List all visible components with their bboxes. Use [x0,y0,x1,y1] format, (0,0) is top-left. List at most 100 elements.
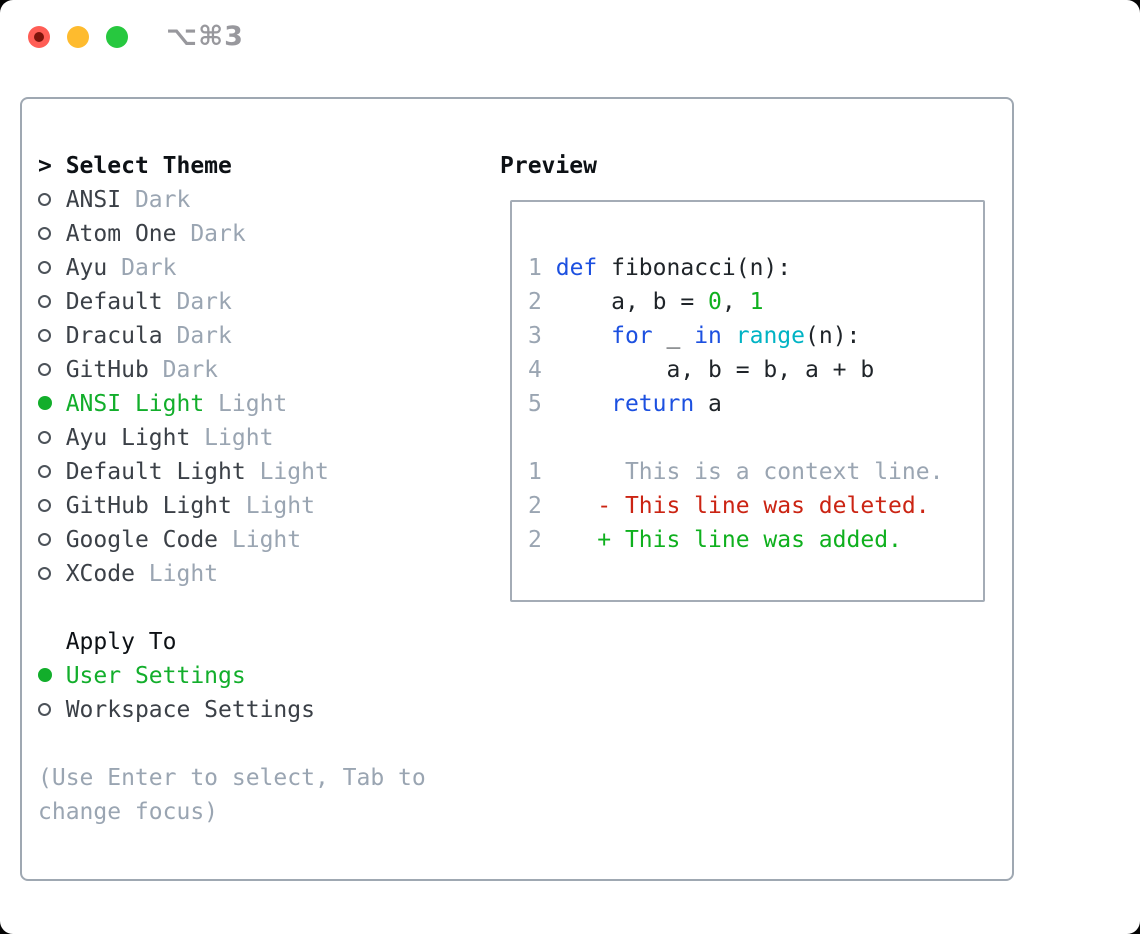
radio-unselected-icon [38,193,51,206]
preview-title: Preview [500,153,597,179]
code-token-code [542,255,556,281]
spacer-row [38,591,426,625]
theme-option-xcode[interactable]: XCode Light [38,557,426,591]
theme-option-ayu-light[interactable]: Ayu Light Light [38,421,426,455]
apply-option-name: User Settings [65,663,246,689]
theme-select-group: > Select Theme ANSI Dark Atom One Dark A… [38,149,426,829]
code-token-ctx: This is a context line. [541,459,944,485]
theme-variant: Light [245,459,329,485]
radio-selected-icon [38,396,52,410]
code-token-code: a [694,391,722,417]
radio-selected-icon [38,668,52,682]
theme-name: Ayu [65,255,108,281]
code-token-kw: in [694,323,722,349]
code-token-lit: 0 [708,289,722,315]
theme-option-github[interactable]: GitHub Dark [38,353,426,387]
help-text-line: (Use Enter to select, Tab to [38,765,426,791]
radio-unselected-icon [38,533,51,546]
line-number: 2 [528,289,542,315]
theme-variant: Dark [162,289,232,315]
theme-option-default-light[interactable]: Default Light Light [38,455,426,489]
code-token-code [542,323,611,349]
theme-name: ANSI [65,187,122,213]
theme-option-google-code[interactable]: Google Code Light [38,523,426,557]
theme-variant: Light [231,493,315,519]
prompt-icon: > [38,153,66,179]
code-line: 2 - This line was deleted. [528,489,943,523]
theme-name: Dracula [65,323,163,349]
apply-to-header: Apply To [38,625,426,659]
code-line: 1 This is a context line. [528,455,943,489]
theme-variant: Dark [148,357,219,383]
code-token-code: a, b = b, a + b [541,357,875,383]
code-token-code [542,527,597,553]
code-token-code [542,493,597,519]
line-number: 3 [528,323,542,349]
close-button[interactable] [28,26,50,48]
select-theme-header: > Select Theme [38,149,426,183]
apply-to-title: Apply To [38,629,177,655]
theme-option-ansi-light[interactable]: ANSI Light Light [38,387,426,421]
theme-option-github-light[interactable]: GitHub Light Light [38,489,426,523]
theme-option-ayu[interactable]: Ayu Dark [38,251,426,285]
radio-unselected-icon [38,703,51,716]
help-text: (Use Enter to select, Tab to [38,761,426,795]
theme-option-dracula[interactable]: Dracula Dark [38,319,426,353]
theme-variant: Dark [107,255,177,281]
theme-option-default[interactable]: Default Dark [38,285,426,319]
window-hotkey-label: ⌥⌘3 [166,21,244,52]
theme-option-ansi[interactable]: ANSI Dark [38,183,426,217]
theme-variant: Light [190,425,274,451]
code-token-code: fibonacci(n): [597,255,792,281]
code-token-kw: for [611,323,653,349]
radio-unselected-icon [38,499,51,512]
code-token-add: + This line was added. [597,527,902,553]
line-number: 4 [528,357,542,383]
code-line: 2 a, b = 0, 1 [528,285,943,319]
theme-variant: Dark [176,221,246,247]
radio-unselected-icon [38,227,51,240]
theme-variant: Light [204,391,288,417]
apply-option-user-settings[interactable]: User Settings [38,659,426,693]
code-line: 5 return a [528,387,943,421]
code-token-code: a, b = [541,289,709,315]
theme-option-atom-one[interactable]: Atom One Dark [38,217,426,251]
apply-option-workspace-settings[interactable]: Workspace Settings [38,693,426,727]
code-token-kw: def [555,255,598,281]
code-token-code: _ [652,323,695,349]
minimize-button[interactable] [67,26,89,48]
code-token-lit: 1 [749,289,764,315]
radio-unselected-icon [38,465,51,478]
zoom-button[interactable] [106,26,128,48]
theme-name: GitHub [65,357,149,383]
apply-option-name: Workspace Settings [65,697,315,723]
line-number: 2 [528,527,542,553]
help-text-line: change focus) [38,799,219,825]
unsaved-dot-icon [34,32,44,42]
code-token-kw: return [611,391,695,417]
code-line: 4 a, b = b, a + b [528,353,943,387]
theme-name: ANSI Light [65,391,205,417]
theme-variant: Light [218,527,302,553]
theme-name: Default [65,289,163,315]
code-token-code [542,391,611,417]
radio-unselected-icon [38,261,51,274]
code-token-del: - This line was deleted. [597,493,930,519]
code-line: 1 def fibonacci(n): [528,251,943,285]
code-token-code: , [721,289,750,315]
code-line: 2 + This line was added. [528,523,943,557]
line-number: 1 [528,255,542,281]
radio-unselected-icon [38,363,51,376]
theme-name: Default Light [65,459,246,485]
theme-name: XCode [65,561,135,587]
radio-unselected-icon [38,431,51,444]
theme-picker-panel: > Select Theme ANSI Dark Atom One Dark A… [20,97,1014,881]
code-line [528,421,943,455]
code-line: 3 for _ in range(n): [528,319,943,353]
line-number: 1 [528,459,542,485]
select-theme-title: Select Theme [65,153,232,179]
help-text: change focus) [38,795,426,829]
radio-unselected-icon [38,567,51,580]
